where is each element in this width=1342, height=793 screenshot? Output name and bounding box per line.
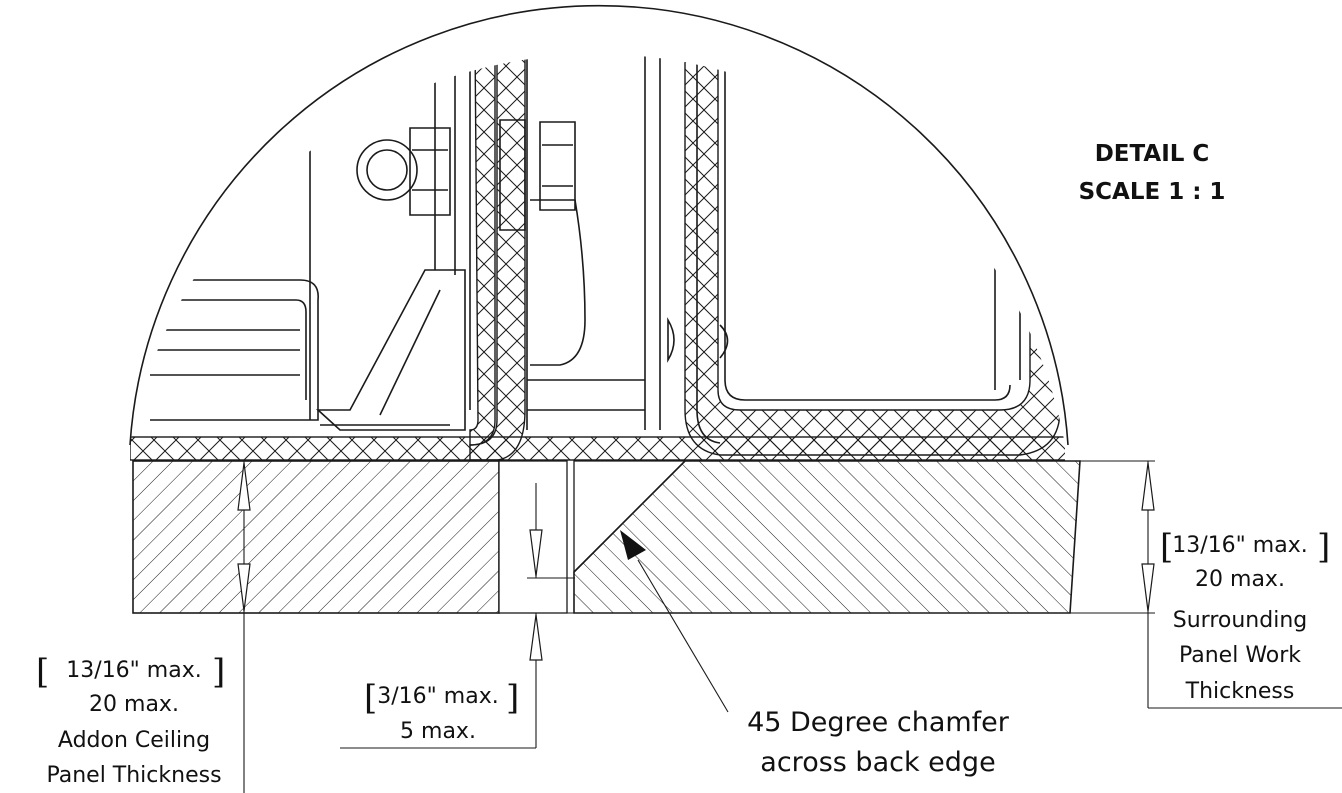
- gap-dimension: [340, 483, 575, 749]
- right-dimension: [1141, 461, 1342, 709]
- detail-boundary: [129, 4, 1069, 446]
- gasket-left: [469, 54, 496, 446]
- addon-ceiling-panel: [132, 460, 500, 614]
- chamfered-panel: [573, 460, 1081, 614]
- chamfer-leader: [620, 530, 729, 713]
- right-label-line3: Thickness: [1185, 679, 1295, 704]
- left-imperial: 13/16" max.: [66, 658, 201, 683]
- right-metric: 20 max.: [1195, 567, 1285, 592]
- gap-bracket-close: ]: [506, 678, 519, 718]
- detail-title: DETAIL C: [1095, 141, 1210, 167]
- left-label-line2: Panel Thickness: [46, 763, 221, 788]
- detail-scale: SCALE 1 : 1: [1079, 179, 1226, 205]
- gasket-right: [684, 54, 1061, 456]
- gasket-left-outer: [469, 54, 526, 461]
- right-bracket-close: ]: [1317, 527, 1330, 567]
- right-label-line2: Panel Work: [1179, 643, 1301, 668]
- gap-imperial: 3/16" max.: [377, 684, 498, 709]
- right-bracket-open: [: [1160, 527, 1173, 567]
- chamfer-note-line1: 45 Degree chamfer: [747, 707, 1010, 738]
- left-label-line1: Addon Ceiling: [58, 728, 210, 753]
- left-dimension: [237, 461, 251, 793]
- right-label-line1: Surrounding: [1173, 608, 1307, 633]
- chamfer-note-line2: across back edge: [760, 747, 995, 778]
- left-metric: 20 max.: [89, 692, 179, 717]
- assembly-section: [130, 54, 1065, 461]
- left-bracket-close: ]: [212, 652, 225, 692]
- gap-metric: 5 max.: [400, 719, 476, 744]
- gap-bracket-open: [: [364, 678, 377, 718]
- right-imperial: 13/16" max.: [1172, 533, 1307, 558]
- left-bracket-open: [: [36, 652, 49, 692]
